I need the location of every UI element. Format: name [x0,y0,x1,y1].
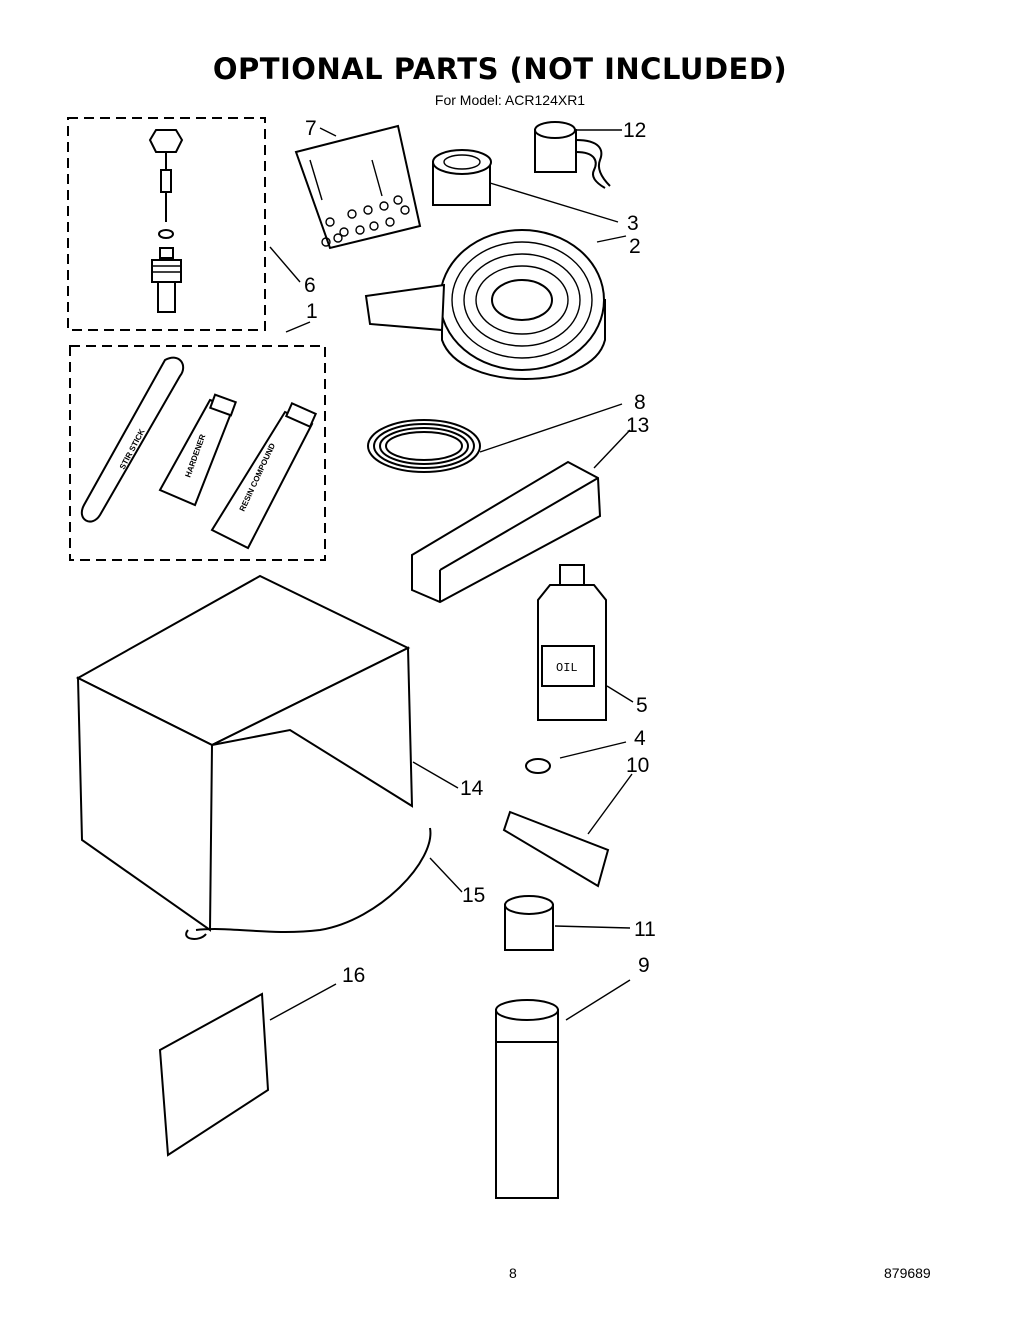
small-can [504,895,554,951]
callout-10: 10 [626,754,649,777]
callout-7: 7 [305,117,317,140]
foam-tape-roll [432,149,492,206]
document-number: 879689 [884,1265,931,1281]
oil-bottle: OIL [537,564,607,721]
page-title: OPTIONAL PARTS (NOT INCLUDED) [212,52,788,86]
callout-9: 9 [638,954,650,977]
hook-cord [185,827,432,940]
callout-5: 5 [636,694,648,717]
callout-6: 6 [304,274,316,297]
spray-can [495,999,559,1199]
repair-kit: STIR STICK HARDENER RESIN COMPOUND [69,345,326,561]
access-valve-kit [67,117,266,331]
callout-15: 15 [462,884,485,907]
callout-1: 1 [306,300,318,323]
callout-3: 3 [627,212,639,235]
unit-cover [75,574,414,932]
callout-16: 16 [342,964,365,987]
callout-leaders [269,127,634,1021]
callout-12: 12 [623,119,646,142]
screw-bag [294,124,422,250]
callout-8: 8 [634,391,646,414]
insulation-roll [364,229,606,380]
drain-hose-coil [367,419,481,473]
lubricant-tube [502,810,610,888]
filter-pad [158,992,270,1157]
callout-2: 2 [629,235,641,258]
page-number: 8 [509,1265,517,1281]
callout-14: 14 [460,777,484,800]
sealing-strip-roll [534,121,611,189]
model-subtitle: For Model: ACR124XR1 [434,92,586,108]
callout-4: 4 [634,727,646,750]
bulb [525,758,551,774]
callout-11: 11 [634,918,656,941]
foam-seal-bar [411,460,602,604]
oil-label: OIL [556,661,578,675]
callout-13: 13 [626,414,649,437]
